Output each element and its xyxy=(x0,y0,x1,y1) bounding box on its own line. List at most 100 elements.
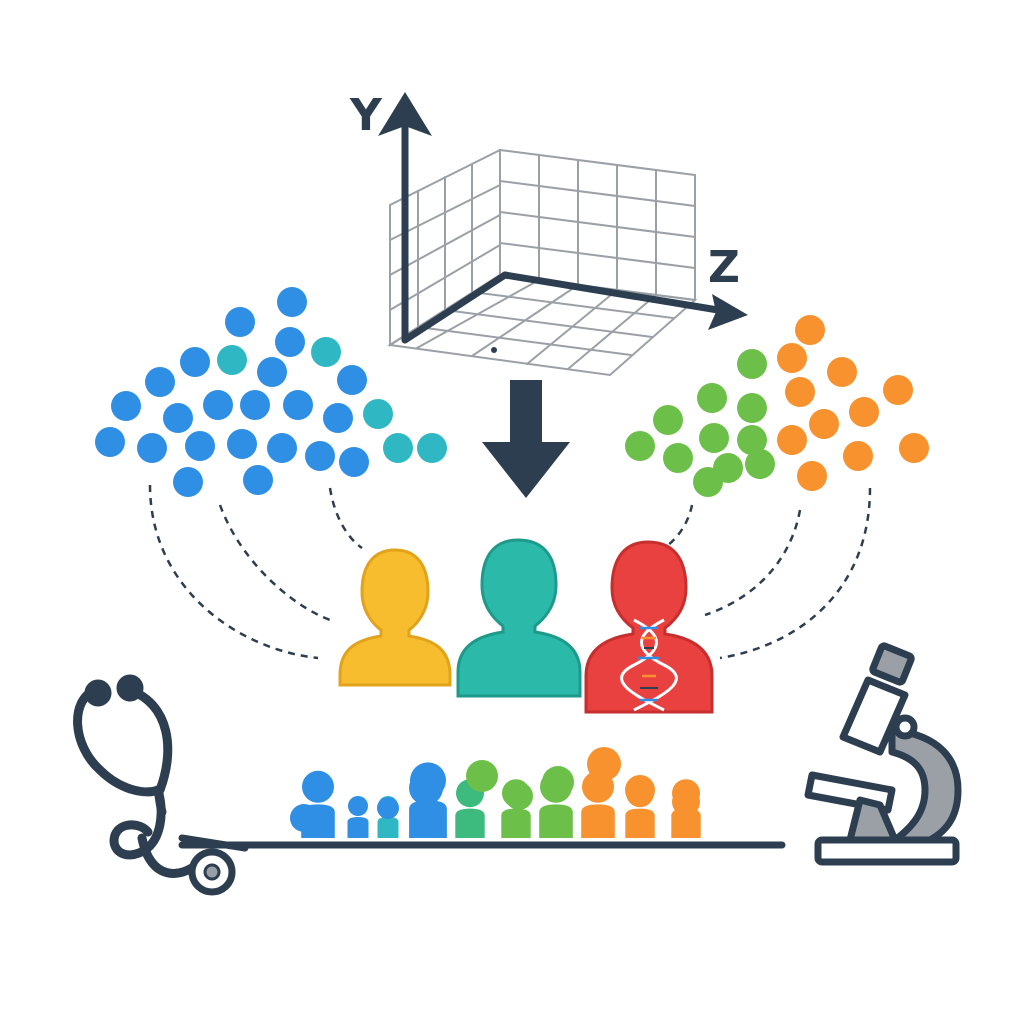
cluster-dot xyxy=(227,429,257,459)
population-figures-row xyxy=(290,747,701,838)
figure-body xyxy=(455,808,485,838)
microscope-arm xyxy=(888,726,962,844)
cluster-dot xyxy=(217,345,247,375)
cluster-dot xyxy=(843,441,873,471)
cluster-dot xyxy=(777,343,807,373)
figure-head xyxy=(672,788,700,816)
microscope-eyepiece xyxy=(869,642,915,686)
y-axis-arrowhead xyxy=(378,92,432,136)
arrow-down-icon xyxy=(482,380,570,498)
cluster-dot xyxy=(809,409,839,439)
figure-head xyxy=(409,771,443,805)
cluster-dot xyxy=(737,349,767,379)
figure-head xyxy=(290,804,318,832)
cluster-dot xyxy=(337,365,367,395)
floor-grid xyxy=(387,273,698,377)
cluster-dot xyxy=(795,315,825,345)
figure-body xyxy=(581,804,615,838)
microscope-knob xyxy=(892,714,918,740)
cluster-dot xyxy=(745,449,775,479)
cluster-dot xyxy=(883,375,913,405)
cluster-dot xyxy=(339,447,369,477)
figure-body xyxy=(347,817,369,838)
person-yellow-icon xyxy=(338,548,452,687)
cluster-dot xyxy=(137,433,167,463)
cluster-dot xyxy=(173,467,203,497)
cluster-dot xyxy=(797,461,827,491)
cluster-dot xyxy=(785,377,815,407)
cluster-dot xyxy=(111,391,141,421)
connector-left-mid xyxy=(218,504,331,622)
figure-head xyxy=(542,766,574,798)
cluster-dot xyxy=(693,467,723,497)
cluster-dot xyxy=(163,403,193,433)
person-red-dna-icon xyxy=(584,540,714,714)
z-axis xyxy=(401,271,509,344)
figure-head xyxy=(587,747,621,781)
figure-head xyxy=(348,796,368,816)
cluster-dot xyxy=(311,337,341,367)
connector-left-inner xyxy=(328,487,363,550)
cluster-dot xyxy=(243,465,273,495)
figure-head xyxy=(302,770,334,803)
cluster-dot xyxy=(180,347,210,377)
figure-head xyxy=(505,782,533,810)
cluster-dot xyxy=(663,443,693,473)
cluster-dot xyxy=(225,307,255,337)
cluster-dot xyxy=(145,367,175,397)
figure-body xyxy=(501,808,531,838)
figure-head xyxy=(625,775,655,805)
cluster-dot xyxy=(267,433,297,463)
microscope-icon xyxy=(804,642,962,866)
cluster-dot xyxy=(625,431,655,461)
cluster-dot xyxy=(363,399,393,429)
figure-body xyxy=(539,804,573,838)
cluster-dot xyxy=(827,357,857,387)
cluster-dot xyxy=(777,425,807,455)
figure-body xyxy=(377,817,399,838)
cluster-dot xyxy=(383,433,413,463)
cluster-dot xyxy=(849,397,879,427)
cluster-dot xyxy=(257,357,287,387)
cluster-dot xyxy=(305,441,335,471)
person-teal-icon xyxy=(456,538,582,698)
dashed-connectors xyxy=(148,484,872,660)
cluster-dot xyxy=(323,403,353,433)
right-dot-cluster xyxy=(625,315,929,497)
microscope-tube xyxy=(839,676,909,756)
y-axis-label: Y xyxy=(349,90,383,141)
cluster-dot xyxy=(699,423,729,453)
dna-helix-icon xyxy=(620,618,678,712)
figure-head xyxy=(466,760,498,792)
z-axis-label: Z xyxy=(708,242,740,293)
cluster-dot xyxy=(275,327,305,357)
3d-axes-icon: Y Z xyxy=(349,90,748,377)
connector-right-mid xyxy=(704,509,802,617)
cluster-dot xyxy=(277,287,307,317)
x-axis-arrowhead xyxy=(708,294,748,330)
connector-right-outer xyxy=(719,487,872,660)
cluster-dot xyxy=(737,393,767,423)
population-figure xyxy=(347,796,369,838)
cluster-dot xyxy=(417,433,447,463)
cluster-dot xyxy=(697,383,727,413)
cluster-dot xyxy=(240,390,270,420)
cluster-dot xyxy=(899,433,929,463)
cluster-dot xyxy=(283,390,313,420)
figure-head xyxy=(377,797,399,819)
figure-body xyxy=(625,808,655,838)
connector-right-inner xyxy=(663,504,694,550)
microscope-pillar xyxy=(846,796,899,844)
figure-body xyxy=(409,800,447,838)
cluster-dot xyxy=(95,427,125,457)
left-dot-cluster xyxy=(95,287,447,497)
cluster-dot xyxy=(653,405,683,435)
stethoscope-chestpiece xyxy=(188,848,236,896)
connector-left-outer xyxy=(148,484,319,660)
x-axis xyxy=(501,271,722,314)
population-figure xyxy=(581,770,615,838)
cluster-dot xyxy=(737,425,767,455)
figure-body xyxy=(671,808,701,838)
cluster-dot xyxy=(203,390,233,420)
